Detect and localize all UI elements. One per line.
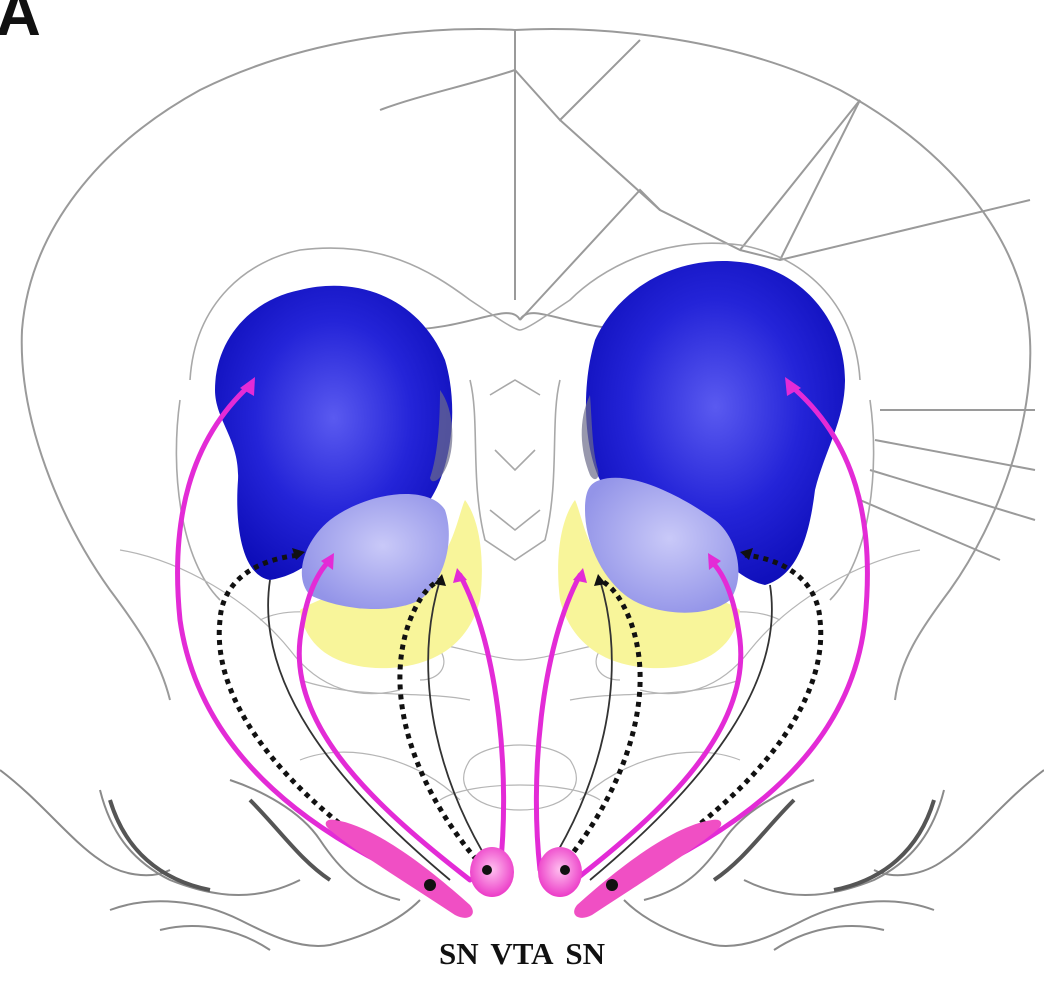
- hippocampus-dark: [110, 800, 934, 890]
- region-labels: SN VTA SN: [0, 936, 1044, 972]
- label-sn-right: SN: [565, 936, 605, 971]
- label-sn-left: SN: [439, 936, 479, 971]
- panel-letter: A: [0, 0, 41, 46]
- vta-nucleus-right: [538, 847, 582, 897]
- dotted-pathways: [219, 555, 821, 885]
- sn-streak-right: [574, 820, 721, 918]
- fine-anatomy-lines: [120, 550, 920, 810]
- brain-outline: [22, 29, 1035, 700]
- sn-streaks: [326, 820, 722, 918]
- vta-nucleus-left: [470, 847, 514, 897]
- label-vta: VTA: [490, 936, 553, 971]
- hippocampus-outlines: [0, 770, 1044, 950]
